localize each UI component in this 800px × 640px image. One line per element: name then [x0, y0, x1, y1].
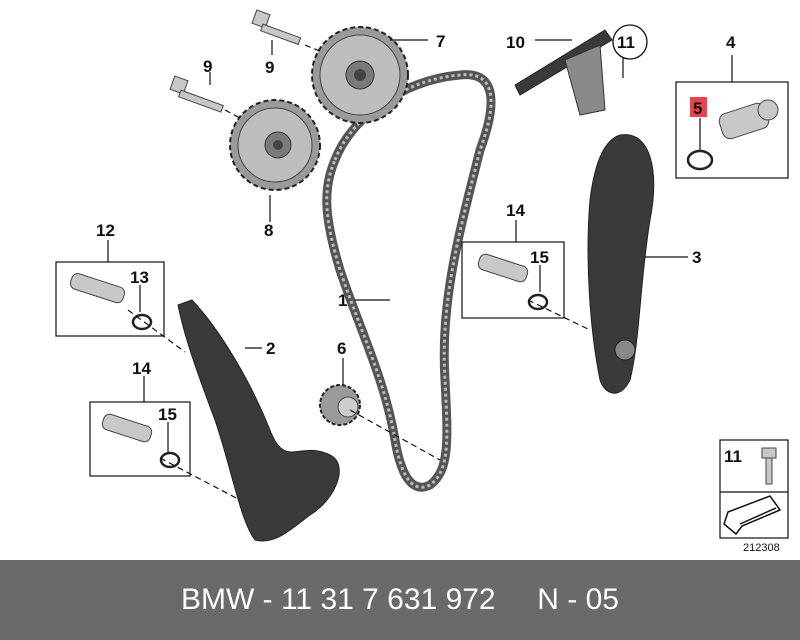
crankshaft-sprocket: [319, 384, 361, 426]
label-10: 10: [506, 33, 525, 52]
bolt-lower: [169, 75, 224, 113]
footer-bar: BMW - 11 31 7 631 972 N - 05: [0, 560, 800, 640]
bolt-group-box-14-left: [89, 401, 191, 477]
bearing-pin-upper-left: [69, 273, 153, 331]
bearing-pin-lower-left: [101, 413, 181, 469]
label-1: 1: [338, 291, 347, 310]
label-12: 12: [96, 221, 115, 240]
legend-box: 11: [719, 439, 789, 539]
label-15-left: 15: [158, 405, 177, 424]
label-14-right: 14: [506, 201, 525, 220]
part-11-circle: [612, 24, 648, 60]
camshaft-adjuster-intake: [229, 99, 321, 191]
label-13: 13: [130, 268, 149, 287]
diagram-number: 212308: [743, 542, 780, 554]
label-15-right: 15: [530, 248, 549, 267]
label-3: 3: [692, 248, 701, 267]
label-6: 6: [337, 339, 346, 358]
legend-label-11: 11: [724, 447, 742, 466]
tensioner-rail: [587, 134, 655, 394]
parts-diagram: 7 9 9 8 10 11 4 5 1 2 3 6 12 13 14 15 14…: [55, 9, 789, 554]
chain-tensioner: [686, 99, 779, 171]
label-9-upper: 9: [265, 58, 274, 77]
label-7: 7: [436, 32, 445, 51]
highlight-part-5: [690, 97, 707, 117]
part-number-caption: BMW - 11 31 7 631 972 N - 05: [181, 583, 619, 616]
diagram-svg: 7 9 9 8 10 11 4 5 1 2 3 6 12 13 14 15 14…: [55, 9, 789, 554]
label-8: 8: [264, 221, 273, 240]
bolt-upper: [251, 9, 302, 46]
label-9-lower: 9: [203, 57, 212, 76]
label-14-left: 14: [132, 359, 151, 378]
guide-rail: [514, 29, 613, 116]
bolt-group-box-14-right: [461, 241, 565, 319]
bolt-group-box-12: [55, 261, 165, 337]
camshaft-adjuster-exhaust: [311, 26, 409, 124]
slide-rail: [177, 299, 340, 542]
label-11: 11: [617, 33, 635, 52]
timing-chain: [322, 70, 496, 492]
label-5: 5: [693, 99, 702, 118]
label-4: 4: [726, 33, 736, 52]
label-2: 2: [266, 339, 275, 358]
bearing-pin-right: [477, 253, 549, 311]
